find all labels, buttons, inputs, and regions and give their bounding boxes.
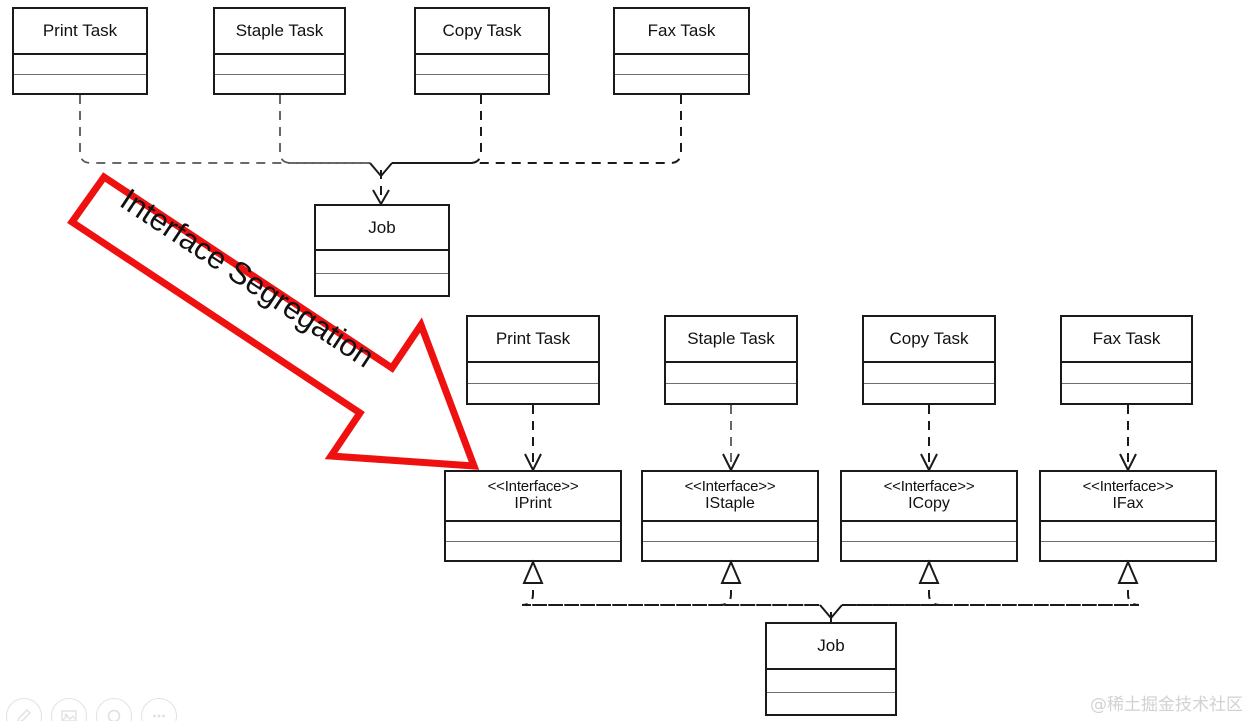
operations-compartment (615, 75, 748, 94)
operations-compartment (446, 542, 620, 561)
interface-stereotype: <<Interface>> (684, 477, 776, 495)
interface-stereotype: <<Interface>> (1082, 477, 1174, 495)
arrowhead-realization-iprint (522, 559, 544, 584)
attributes-compartment (215, 55, 344, 75)
class-box-job-after[interactable]: Job (765, 622, 897, 716)
connector-job-to-icopy (842, 590, 941, 606)
arrowhead-dependency-ifax (1119, 453, 1137, 473)
interface-box-header: <<Interface>> IFax (1041, 472, 1215, 522)
operations-compartment (14, 75, 146, 94)
operations-compartment (767, 693, 895, 715)
class-box-fax-task-after[interactable]: Fax Task (1060, 315, 1193, 405)
class-box-job-before[interactable]: Job (314, 204, 450, 297)
class-name: Staple Task (687, 329, 775, 349)
connector-print-task-to-bus (79, 95, 370, 164)
attributes-compartment (14, 55, 146, 75)
interface-box-icopy[interactable]: <<Interface>> ICopy (840, 470, 1018, 562)
class-name: Print Task (42, 21, 118, 41)
class-box-header: Fax Task (615, 9, 748, 55)
class-name: Copy Task (442, 21, 522, 41)
watermark-text: @稀土掘金技术社区 (1090, 695, 1243, 715)
attributes-compartment (468, 363, 598, 384)
class-box-header: Copy Task (864, 317, 994, 363)
arrowhead-realization-istaple (720, 559, 742, 584)
editor-toolbar (6, 698, 177, 721)
operations-compartment (842, 542, 1016, 561)
attributes-compartment (666, 363, 796, 384)
connector-copy-task-to-bus (392, 95, 482, 164)
class-name: Fax Task (1092, 329, 1161, 349)
connector-fax-task-to-bus (392, 95, 682, 164)
operations-compartment (666, 384, 796, 404)
connector-job-to-istaple (719, 590, 820, 606)
attributes-compartment (767, 670, 895, 693)
interface-box-iprint[interactable]: <<Interface>> IPrint (444, 470, 622, 562)
attributes-compartment (416, 55, 548, 75)
class-box-staple-task-after[interactable]: Staple Task (664, 315, 798, 405)
interface-box-ifax[interactable]: <<Interface>> IFax (1039, 470, 1217, 562)
class-name: Fax Task (647, 21, 716, 41)
class-box-header: Job (767, 624, 895, 670)
interface-name: IStaple (705, 495, 755, 513)
attributes-compartment (446, 522, 620, 542)
more-icon[interactable] (141, 698, 177, 721)
class-box-header: Copy Task (416, 9, 548, 55)
image-icon[interactable] (51, 698, 87, 721)
arrowhead-realization-icopy (918, 559, 940, 584)
connector-bus-junction-before (369, 162, 393, 178)
circle-icon[interactable] (96, 698, 132, 721)
class-box-header: Fax Task (1062, 317, 1191, 363)
class-box-fax-task-before[interactable]: Fax Task (613, 7, 750, 95)
class-name: Staple Task (235, 21, 324, 41)
class-box-header: Staple Task (666, 317, 796, 363)
attributes-compartment (1041, 522, 1215, 542)
operations-compartment (864, 384, 994, 404)
class-box-header: Staple Task (215, 9, 344, 55)
attributes-compartment (615, 55, 748, 75)
interface-name: IFax (1112, 495, 1144, 513)
interface-box-header: <<Interface>> IPrint (446, 472, 620, 522)
arrowhead-dependency-istaple (722, 453, 740, 473)
arrowhead-realization-ifax (1117, 559, 1139, 584)
operations-compartment (316, 274, 448, 296)
class-name: Job (368, 217, 396, 237)
operations-compartment (1062, 384, 1191, 404)
class-box-print-task-after[interactable]: Print Task (466, 315, 600, 405)
attributes-compartment (316, 251, 448, 274)
attributes-compartment (842, 522, 1016, 542)
class-box-header: Job (316, 206, 448, 251)
pencil-icon[interactable] (6, 698, 42, 721)
arrowhead-dependency-icopy (920, 453, 938, 473)
connector-bus-junction-after (819, 604, 843, 620)
class-name: Print Task (495, 329, 571, 349)
interface-stereotype: <<Interface>> (883, 477, 975, 495)
class-box-staple-task-before[interactable]: Staple Task (213, 7, 346, 95)
interface-box-header: <<Interface>> ICopy (842, 472, 1016, 522)
interface-name: ICopy (908, 495, 950, 513)
arrowhead-dependency-job-before (372, 189, 390, 207)
interface-name: IPrint (514, 495, 552, 513)
class-box-print-task-before[interactable]: Print Task (12, 7, 148, 95)
operations-compartment (1041, 542, 1215, 561)
operations-compartment (416, 75, 548, 94)
class-name: Job (817, 636, 845, 656)
connector-job-to-ifax (842, 590, 1140, 606)
attributes-compartment (864, 363, 994, 384)
class-box-copy-task-before[interactable]: Copy Task (414, 7, 550, 95)
attributes-compartment (643, 522, 817, 542)
operations-compartment (643, 542, 817, 561)
interface-stereotype: <<Interface>> (487, 477, 579, 495)
class-box-header: Print Task (14, 9, 146, 55)
connector-job-to-iprint (521, 590, 820, 606)
arrowhead-dependency-iprint (524, 453, 542, 473)
interface-box-header: <<Interface>> IStaple (643, 472, 817, 522)
class-name: Copy Task (889, 329, 969, 349)
connector-staple-task-to-bus (279, 95, 370, 164)
operations-compartment (468, 384, 598, 404)
interface-box-istaple[interactable]: <<Interface>> IStaple (641, 470, 819, 562)
class-box-copy-task-after[interactable]: Copy Task (862, 315, 996, 405)
attributes-compartment (1062, 363, 1191, 384)
operations-compartment (215, 75, 344, 94)
class-box-header: Print Task (468, 317, 598, 363)
